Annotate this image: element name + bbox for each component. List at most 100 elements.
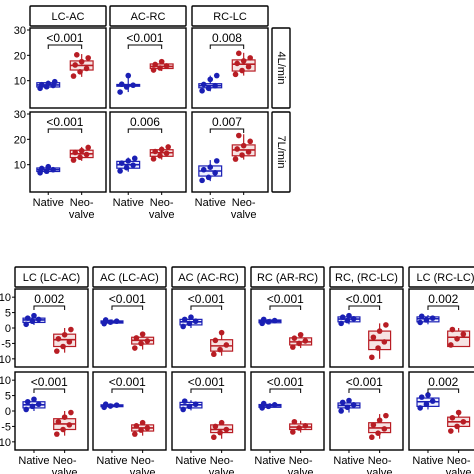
neovalve-point [54,348,60,354]
neovalve-point [138,427,144,433]
p-value-label: <0.001 [109,375,146,389]
neovalve-point [158,58,165,65]
neovalve-point [165,144,171,150]
y-tick-label: 30 [14,109,26,121]
native-point [23,406,29,413]
native-point [107,319,114,325]
significance-bracket [111,388,144,393]
neovalve-point [68,326,74,333]
neovalve-point [212,337,219,344]
x-tick-label: Neo- [447,455,471,467]
native-point [212,82,218,89]
x-tick-label: Neo- [53,455,77,467]
native-point [339,314,346,321]
x-tick-label: valve [52,467,78,474]
neovalve-point [369,434,375,441]
facet-strip [109,5,187,27]
x-tick-label: Neo- [210,455,234,467]
native-point [417,405,423,411]
facet-strip [92,266,167,288]
y-tick-label: 30 [14,25,26,37]
native-point [271,317,278,324]
native-point [205,85,212,92]
neovalve-point [60,426,66,433]
native-point [37,169,43,176]
panel-frame [250,371,325,451]
native-point [181,316,188,323]
neovalve-point [72,62,78,68]
native-point [118,81,125,88]
neovalve-point [302,423,309,429]
facet-strip-label: AC (LC-AC) [100,272,159,284]
native-point [207,164,214,170]
native-point [102,401,109,408]
native-point [338,408,344,414]
native-point [125,158,132,164]
neovalve-point [157,65,163,71]
native-point [213,158,220,164]
facet-row-strip [271,111,291,193]
x-tick-label: valve [69,209,95,221]
significance-bracket [269,305,302,310]
neovalve-point [55,418,62,425]
neovalve-point [72,149,78,156]
native-point [265,319,272,325]
neovalve-point [291,335,298,341]
native-point [38,165,45,172]
facet-row-label: 4L/min [275,51,287,84]
neovalve-point [376,417,383,424]
neovalve-point [70,157,77,163]
neovalve-point [302,338,309,344]
y-tick-label: 5 [5,391,11,403]
native-point [24,315,31,321]
native-point [429,398,436,404]
panel-frame [250,288,325,368]
native-point [205,174,212,181]
neovalve-point [369,354,375,361]
x-tick-label: valve [288,467,314,474]
facet-strip-label: LC (RC-LC) [416,272,474,284]
neovalve-point [240,142,247,149]
neovalve-point [383,412,389,419]
facet-strip-label: RC (AR-RC) [257,272,318,284]
neovalve-point [152,148,158,155]
native-point [35,401,42,408]
panel-frame [92,288,167,368]
neovalve-point [235,50,242,57]
p-value-label: 0.008 [212,31,242,45]
significance-bracket [33,388,66,393]
native-point [418,394,425,400]
neovalve-point [60,343,66,350]
native-point [102,317,109,323]
p-value-label: 0.002 [428,375,458,389]
p-value-label: <0.001 [188,292,225,306]
p-value-label: <0.001 [346,375,383,389]
neovalve-point [240,58,247,64]
neovalve-point [290,429,296,435]
x-tick-label: valve [149,209,175,221]
panel-frame [109,111,187,193]
neovalve-point [247,138,253,145]
native-point [346,312,352,319]
neovalve-point [247,55,253,61]
neovalve-point [211,351,217,358]
neovalve-point [217,429,223,436]
neovalve-point [217,346,223,353]
significance-bracket [209,44,245,49]
facet-strip [408,266,474,288]
neovalve-point [61,414,68,420]
neovalve-point [296,340,302,347]
facet-strip [14,266,89,288]
native-point [417,319,423,326]
y-tick-label: 20 [14,134,26,146]
native-point [188,314,194,321]
neovalve-point [163,150,170,157]
native-point [423,317,430,323]
native-point [29,403,36,410]
neovalve-point [70,73,77,79]
x-tick-label: valve [231,209,257,221]
native-point [29,318,36,325]
x-tick-label: Neo- [368,455,392,467]
neovalve-point [239,152,245,158]
panel-frame [408,288,474,368]
